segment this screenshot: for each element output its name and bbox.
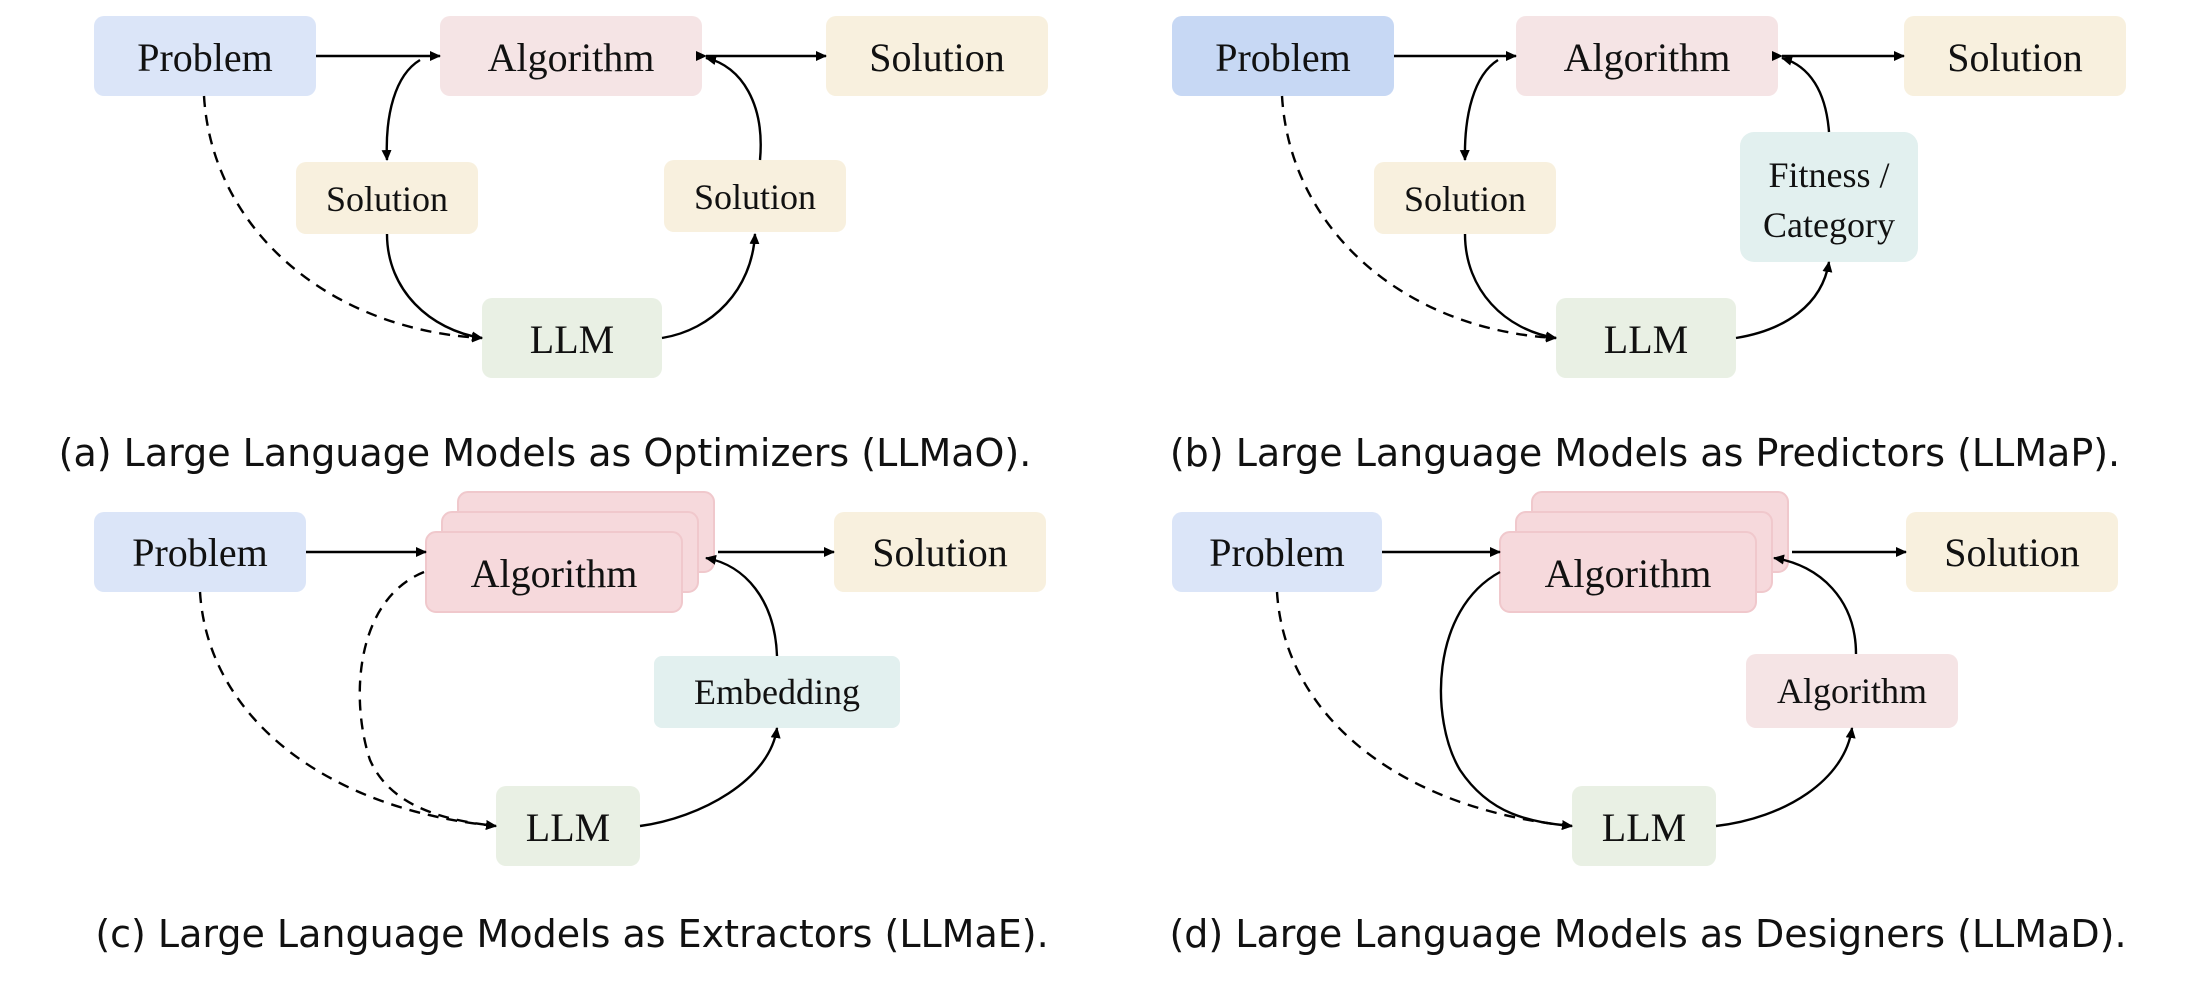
output-solution-label: Solution	[872, 530, 1008, 575]
arrow-fitness-to-algorithm	[1781, 55, 1831, 133]
algorithm-label: Algorithm	[1564, 35, 1731, 80]
llm-label: LLM	[526, 805, 610, 850]
algorithm-stack: Algorithm	[1499, 491, 1789, 613]
loop-solution-left-node	[296, 162, 478, 234]
algorithm-node	[440, 16, 702, 96]
generated-algorithm-node	[1746, 654, 1958, 728]
problem-node	[94, 16, 316, 96]
panel-caption: (a) Large Language Models as Optimizers …	[59, 431, 1032, 475]
arrow-algorithm-to-loop-solution	[1459, 58, 1499, 161]
arrow-llm-to-loop-solution	[661, 233, 760, 340]
output-solution-label: Solution	[1944, 530, 2080, 575]
problem-node	[94, 512, 306, 592]
problem-label: Problem	[1215, 35, 1351, 80]
generated-algorithm-label: Algorithm	[1777, 671, 1927, 711]
algorithm-label: Algorithm	[488, 35, 655, 80]
arrow-algorithm-to-loop-solution	[381, 58, 421, 161]
problem-label: Problem	[132, 530, 268, 575]
llm-label: LLM	[530, 317, 614, 362]
loop-solution-left-label: Solution	[326, 179, 448, 219]
loop-solution-node	[1374, 162, 1556, 234]
output-solution-node	[1904, 16, 2126, 96]
panel-b: Problem Algorithm Solution Solution Fitn…	[1170, 16, 2126, 475]
panel-caption: (d) Large Language Models as Designers (…	[1169, 912, 2126, 956]
arrow-generated-algorithm-to-algorithm	[1773, 554, 1858, 655]
arrow-algorithm-to-llm	[1439, 570, 1573, 831]
algorithm-label: Algorithm	[471, 551, 638, 596]
fitness-category-node	[1740, 132, 1918, 262]
arrow-problem-to-llm-dashed	[1275, 591, 1573, 831]
arrow-algorithm-to-llm-dashed	[358, 570, 497, 830]
algorithm-label: Algorithm	[1545, 551, 1712, 596]
problem-node	[1172, 512, 1382, 592]
panel-d: Problem Algorithm Solution Algorithm LLM…	[1169, 491, 2127, 956]
output-solution-label: Solution	[869, 35, 1005, 80]
problem-label: Problem	[1209, 530, 1345, 575]
llm-node	[1572, 786, 1716, 866]
loop-solution-right-label: Solution	[694, 177, 816, 217]
embedding-label: Embedding	[694, 672, 860, 712]
arrow-llm-to-fitness	[1735, 261, 1833, 340]
panel-c: Problem Algorithm Solution Embedding LLM…	[94, 491, 1049, 956]
loop-solution-right-node	[664, 160, 846, 232]
algorithm-stack: Algorithm	[425, 491, 715, 613]
output-solution-node	[826, 16, 1048, 96]
arrow-embedding-to-algorithm	[705, 554, 779, 657]
problem-node	[1172, 16, 1394, 96]
fitness-category-label-line1: Fitness /	[1768, 155, 1889, 195]
embedding-node	[654, 656, 900, 728]
arrow-problem-to-llm-dashed	[1280, 95, 1557, 343]
algorithm-node	[1516, 16, 1778, 96]
llm-label: LLM	[1604, 317, 1688, 362]
arrow-llm-to-embedding	[639, 727, 781, 828]
llm-label: LLM	[1602, 805, 1686, 850]
panel-a: Problem Algorithm Solution Solution Solu…	[59, 16, 1048, 475]
llm-node	[1556, 298, 1736, 378]
algorithm-node	[425, 531, 683, 613]
panel-caption: (c) Large Language Models as Extractors …	[95, 912, 1048, 956]
arrow-problem-to-llm-dashed	[198, 591, 497, 831]
arrow-llm-to-generated-algorithm	[1715, 727, 1856, 828]
problem-label: Problem	[137, 35, 273, 80]
output-solution-node	[1906, 512, 2118, 592]
arrow-loop-solution-to-algorithm	[705, 55, 762, 161]
loop-solution-label: Solution	[1404, 179, 1526, 219]
panel-caption: (b) Large Language Models as Predictors …	[1170, 431, 2120, 475]
llm-node	[482, 298, 662, 378]
fitness-category-label-line2: Category	[1763, 205, 1895, 245]
output-solution-label: Solution	[1947, 35, 2083, 80]
arrow-loop-solution-to-llm	[1463, 233, 1557, 342]
arrow-loop-solution-to-llm	[385, 233, 483, 342]
llm-node	[496, 786, 640, 866]
output-solution-node	[834, 512, 1046, 592]
arrow-problem-to-llm-dashed	[202, 95, 483, 343]
